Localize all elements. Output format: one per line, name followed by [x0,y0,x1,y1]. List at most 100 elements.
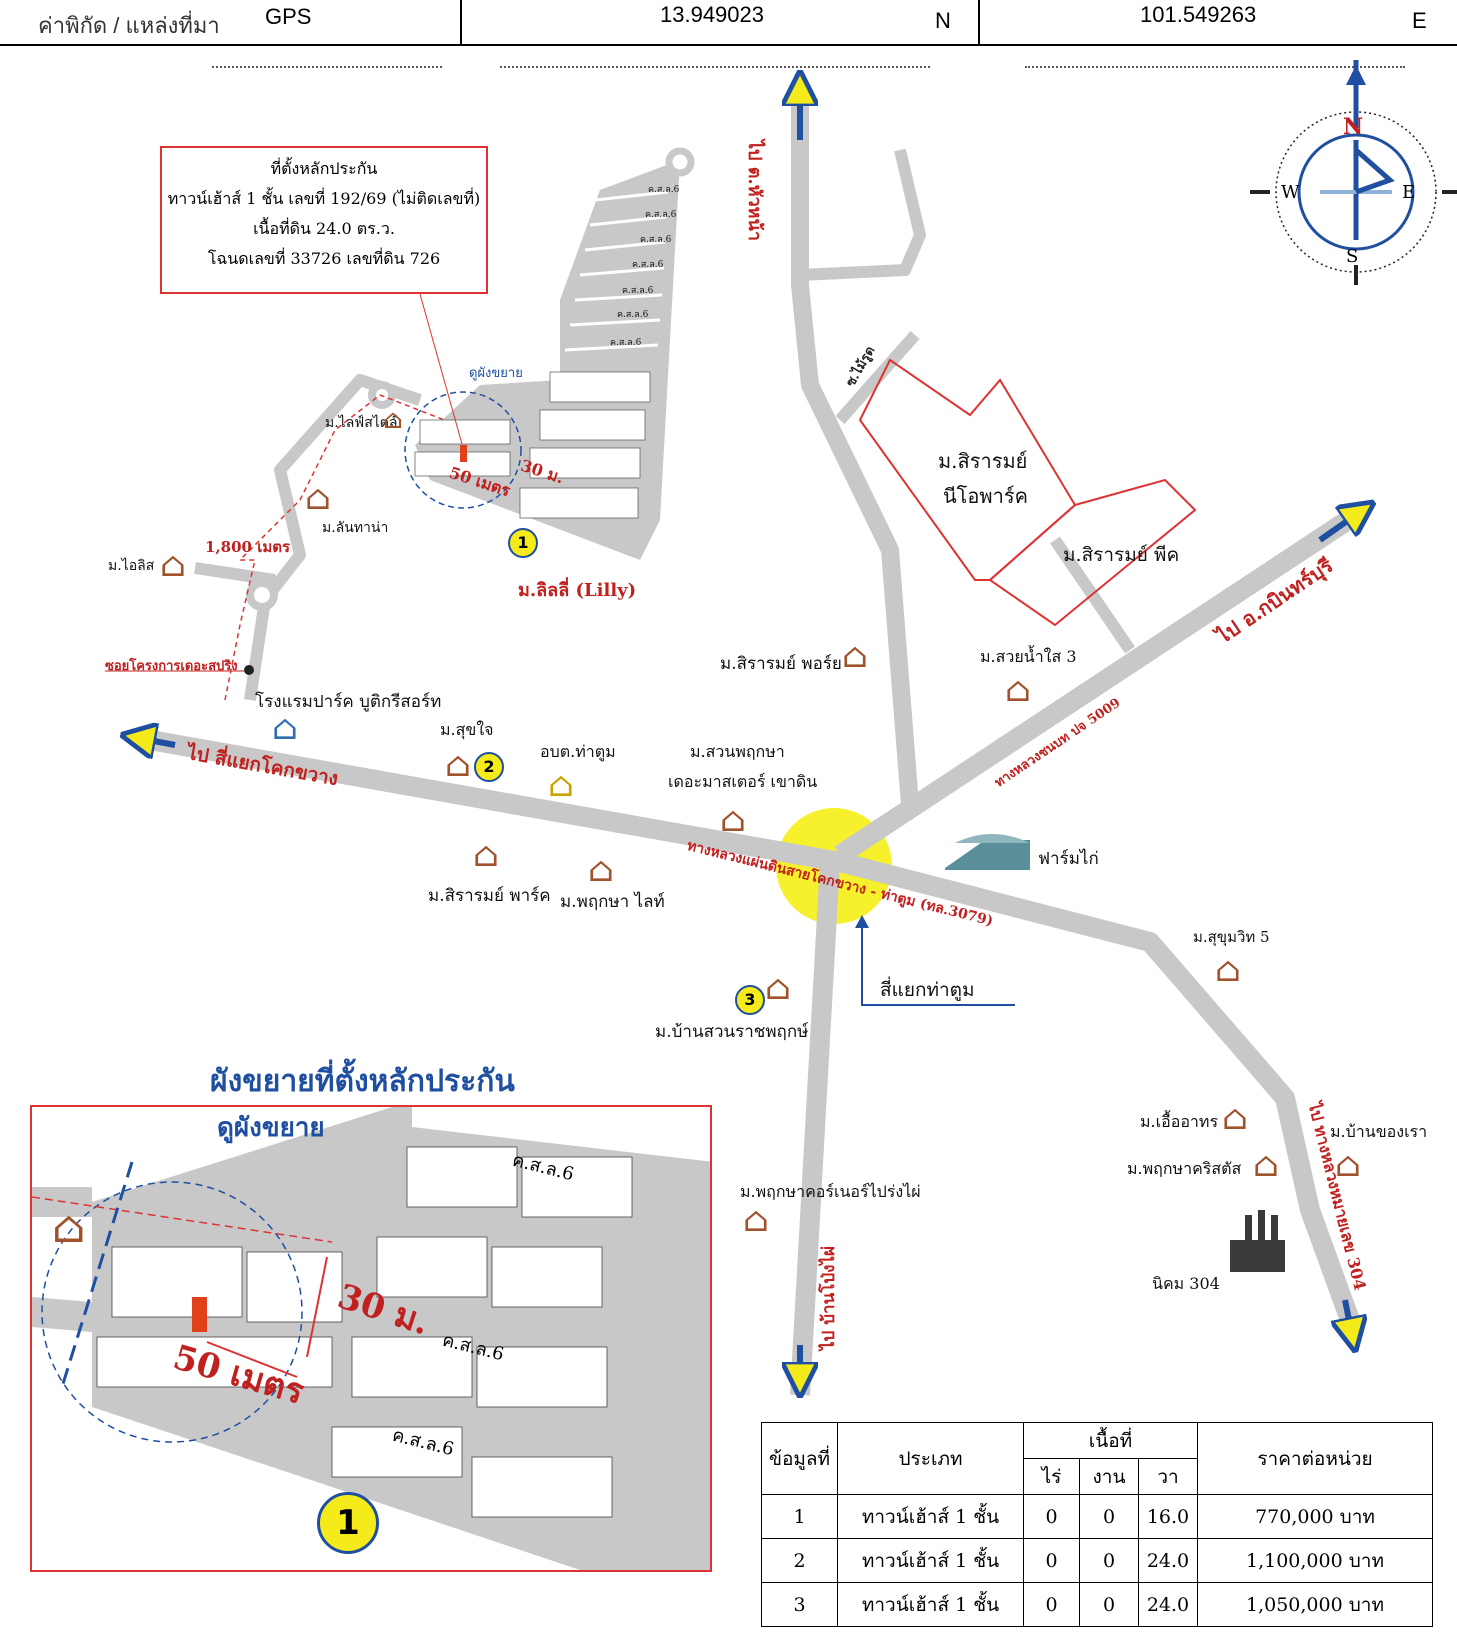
road-branch-ne [799,148,926,281]
label-hotel: โรงแรมปาร์ค บูติกรีสอร์ท [255,692,442,712]
road-5009 [834,513,1351,864]
inset-title: ผังขยายที่ตั้งหลักประกัน [210,1064,515,1099]
label-baansuan: ม.บ้านสวนราชพฤกษ์ [655,1022,809,1042]
inset-marker-1: 1 [317,1492,379,1554]
table-row: 1 ทาวน์เฮ้าส์ 1 ชั้น 0 0 16.0 770,000 บา… [761,1494,1433,1539]
cell-type: ทาวน์เฮ้าส์ 1 ชั้น [837,1494,1024,1539]
arrow-kabinburi [1318,512,1360,543]
label-sukjai: ม.สุขใจ [440,720,494,739]
coordinates-header: ค่าพิกัด / แหล่งที่มา GPS 13.949023 N 10… [0,0,1457,68]
house-icon: ⌂ [1215,950,1241,990]
farm-icon [945,834,1030,870]
house-icon: ⌂ [383,405,403,435]
collateral-info-box: ที่ตั้งหลักประกัน ทาวน์เฮ้าส์ 1 ชั้น เลข… [160,146,488,294]
compass-icon [1250,60,1457,285]
lat-dots [500,22,930,68]
th-rai: ไร่ [1023,1458,1080,1495]
compass-s: S [1346,246,1359,267]
th-wa: วา [1138,1458,1198,1495]
th-price: ราคาต่อหน่วย [1197,1422,1433,1495]
roundabout [246,579,278,611]
th-area: เนื้อที่ [1023,1422,1198,1459]
label-sirarom-pore: ม.สิรารมย์ พอร์ย [720,654,842,674]
cell-ngan: 0 [1079,1538,1139,1583]
label-farm: ฟาร์มไก่ [1038,849,1099,869]
latitude: 13.949023 [660,2,764,27]
lane-label: ค.ส.ล.6 [622,286,654,296]
poi-dot [244,665,254,675]
cell-no: 1 [761,1494,838,1539]
lat-suffix: N [935,8,951,33]
road-village [244,374,422,701]
lane-label: ค.ส.ล.6 [617,310,649,320]
cell-ngan: 0 [1079,1494,1139,1539]
marker-1: 1 [508,528,538,558]
road-pongpai [790,861,840,1396]
road-ailis [194,562,276,586]
info-line-1: ที่ตั้งหลักประกัน [270,159,378,178]
lane-label: ค.ส.ล.6 [648,185,680,195]
inset-canvas [32,1107,710,1570]
lot-grid [564,190,669,352]
marker-3: 3 [735,985,765,1015]
label-uea: ม.เอื้ออาทร [1140,1112,1219,1131]
lane-label: ค.ส.ล.6 [640,235,672,245]
cell-rai: 0 [1023,1538,1080,1583]
label-lifestyle: ม.ไลฟ์สไตล์ [325,415,398,431]
info-line-3: เนื้อที่ดิน 24.0 ตร.ว. [253,219,395,238]
label-ailis: ม.ไอลิส [108,558,155,574]
coord-dots [212,22,442,68]
expand-circle [404,391,522,509]
label-pruksa-c: ม.พฤกษาคริสตัส [1127,1159,1242,1178]
label-junction: สี่แยกท่าตูม [880,979,975,1001]
cell-price: 1,050,000 บาท [1197,1582,1433,1627]
coord-label: ค่าพิกัด / แหล่งที่มา [38,13,220,38]
house-icon: ⌂ [765,968,791,1008]
label-suaynamsai: ม.สวยน้ำใส 3 [980,647,1077,666]
th-ngan: งาน [1079,1458,1139,1495]
table-row: 2 ทาวน์เฮ้าส์ 1 ชั้น 0 0 24.0 1,100,000 … [761,1538,1433,1583]
sirarom-peak-area [988,478,1197,627]
info-line-2: ทาวน์เฮ้าส์ 1 ชั้น เลขที่ 192/69 (ไม่ติด… [167,189,481,208]
road-3079 [148,730,1360,1324]
info-line-4: โฉนดเลขที่ 33726 เลขที่ดิน 726 [207,249,441,268]
label-sirarom-park: ม.สิรารมย์ พาร์ค [428,886,551,906]
label-obt: อบต.ท่าตูม [540,742,616,761]
lon-suffix: E [1412,8,1427,33]
lane-label: ค.ส.ล.6 [632,260,664,270]
cell-type: ทาวน์เฮ้าส์ 1 ชั้น [837,1582,1024,1627]
house-icon: ⌂ [588,850,614,890]
house-icon: ⌂ [743,1200,769,1240]
th-type: ประเภท [837,1422,1024,1495]
house-icon: ⌂ [473,835,499,875]
header-divider [978,0,980,44]
road-label-nahua: ไป ต.หัวหน้า [744,140,765,241]
lane-label: ค.ส.ล.6 [645,210,677,220]
label-lilly: ม.ลิลลี่ (Lilly) [518,580,637,601]
callout-line [419,293,463,445]
house-icon: ⌂ [1005,670,1031,710]
label-masters: เดอะมาสเตอร์ เขาดิน [668,772,818,791]
house-icon: ⌂ [445,745,471,785]
cell-rai: 0 [1023,1582,1080,1627]
table-row: 3 ทาวน์เฮ้าส์ 1 ชั้น 0 0 24.0 1,050,000 … [761,1582,1433,1627]
arrow-304 [1345,1299,1352,1335]
label-sirarom-peak: ม.สิรารมย์ พีค [1063,544,1180,566]
label-baankong: ม.บ้านของเรา [1330,1122,1428,1141]
house-icon: ⌂ [305,478,331,518]
factory-icon [1230,1210,1285,1272]
price-table: ข้อมูลที่ ประเภท เนื้อที่ ราคาต่อหน่วย ไ… [761,1422,1433,1627]
road-label-pongpai: ไป บ้านโป่งไผ่ [819,1246,839,1350]
label-sirarom-neo-2: นีโอพาร์ค [943,484,1028,508]
compass-e: E [1402,182,1416,203]
route-dashed [224,394,471,701]
house-icon: ⌂ [1222,1098,1248,1138]
cell-wa: 24.0 [1138,1538,1198,1583]
house-icon: ⌂ [720,800,746,840]
road-north [791,95,919,806]
cell-wa: 24.0 [1138,1582,1198,1627]
label-1800m: 1,800 เมตร [205,538,291,556]
sirarom-neo-park-area [858,358,1077,581]
subject-lot [460,445,467,462]
